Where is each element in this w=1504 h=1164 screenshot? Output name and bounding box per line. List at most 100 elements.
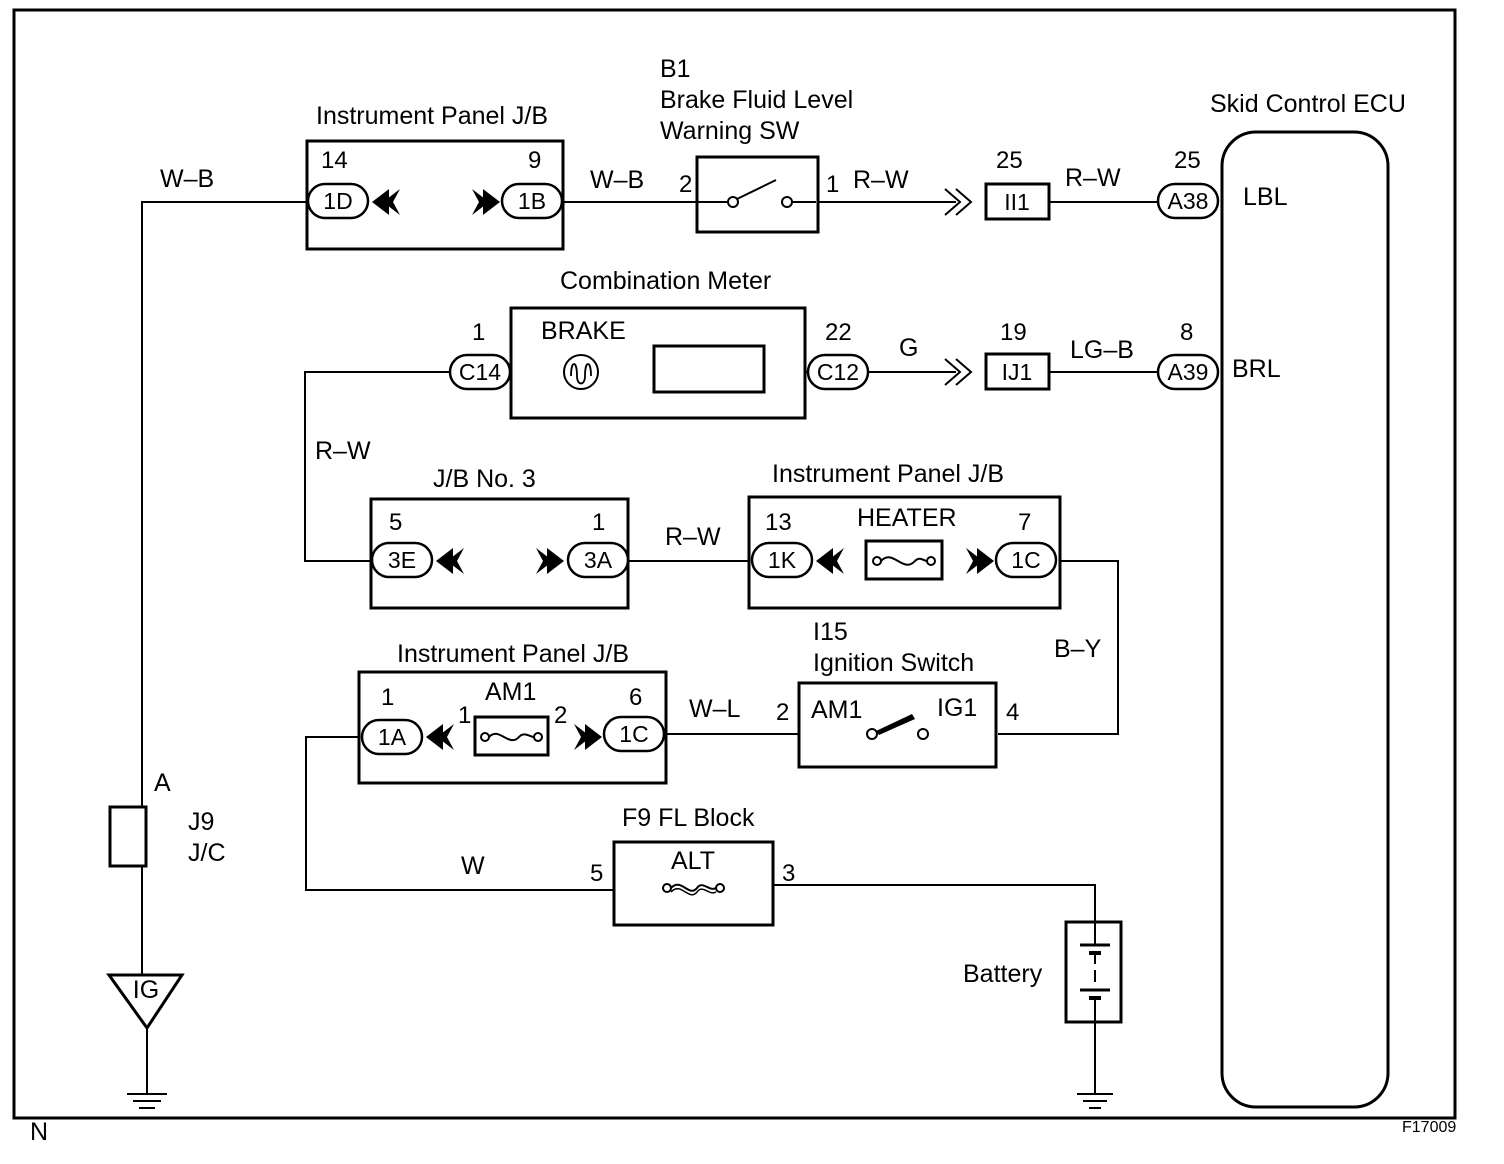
ip-jb-mid-arrow-right [966,548,994,574]
jc-name: J/C [188,839,226,867]
ip-jb-mid: Instrument Panel J/B 13 HEATER 7 1K 1C [747,460,1062,610]
corner-label-left: N [30,1118,48,1146]
ecu-pin-brl: 8 [1180,319,1193,346]
jb3-arrow-right [536,548,564,574]
fl-block-pin-right: 3 [782,860,795,887]
wire-w-b-left [141,201,308,810]
combination-meter: Combination Meter BRAKE 1 22 C14 C12 [448,267,870,420]
am1-fuse-pin-left: 1 [458,702,471,729]
jc-point: A [154,769,171,797]
ign-pin-left: 2 [776,699,789,726]
ecu-terminal-lbl: LBL [1243,183,1288,211]
wire-w [305,736,614,891]
junction-ii1: 25 II1 [944,147,1051,221]
ip-jb-bottom-title: Instrument Panel J/B [397,640,629,668]
connector-1b-label: 1B [518,188,546,214]
ecu-terminal-brl: BRL [1232,355,1281,383]
wire-label-r-w-to-ecu: R–W [1065,164,1121,192]
connector-1d [306,182,370,220]
ip-jb-top-pin-right: 9 [528,147,541,174]
alt-fuse-icon [670,883,717,892]
am1-fuse-term-left [480,732,490,742]
jb3-pin-left: 5 [389,509,402,536]
battery-label: Battery [963,960,1043,988]
connector-1a-label: 1A [378,724,407,750]
connector-a39 [1156,353,1220,391]
skid-control-ecu: Skid Control ECU 25 A38 LBL 8 A39 BRL [1156,90,1406,1109]
meter-title: Combination Meter [560,267,771,295]
ign-pin-right: 4 [1006,699,1019,726]
connector-3a-label: 3A [584,547,613,573]
junction-ij1: 19 IJ1 [944,319,1051,391]
ig-ground-point: IG [106,973,185,1109]
ij1-label: IJ1 [1002,359,1033,385]
wire-label-w: W [461,852,485,880]
ign-term-am1: AM1 [811,696,862,724]
connector-1c-bottom-label: 1C [619,721,648,747]
heater-fuse-label: HEATER [857,504,957,532]
ii1-plug-arrow-icon [944,188,973,216]
ground-icon-left [127,1093,167,1109]
fl-block-title: F9 FL Block [622,804,755,832]
jc-code: J9 [188,808,214,836]
connector-1a [360,718,424,756]
meter-pin-left: 1 [472,319,485,346]
ignition-switch: I15 Ignition Switch 2 AM1 IG1 4 [776,618,1019,769]
alt-fuse-term-left [662,883,672,893]
brake-sw-name-1: Brake Fluid Level [660,86,853,114]
connector-3e [370,541,434,579]
jb3-pin-right: 1 [592,509,605,536]
connector-1b [500,182,564,220]
ign-term-ig1: IG1 [937,694,977,722]
brake-sw-pin-left: 2 [679,171,692,198]
battery-box [1064,920,1123,1024]
ij1-pin: 19 [1000,319,1027,346]
switch-contact-right [781,196,793,208]
connector-a38 [1156,182,1220,220]
ecu-title: Skid Control ECU [1210,90,1406,118]
connector-arrow-left [372,189,400,215]
wire-label-w-l: W–L [689,695,741,723]
ij1-plug-arrow-icon [944,358,973,386]
connector-1k-label: 1K [768,547,797,573]
connector-3a [566,541,630,579]
wire-label-r-w-jb: R–W [665,523,721,551]
ip-jb-mid-pin-left: 13 [765,509,792,536]
ip-jb-top-pin-left: 14 [321,147,348,174]
ign-contact-left [866,728,878,740]
brake-sw-box [695,155,820,234]
connector-c14-label: C14 [459,359,501,385]
ig-triangle-icon [106,973,185,1031]
ground-icon-right [1077,1093,1113,1109]
connector-arrow-right [472,189,500,215]
wire-label-r-w-left: R–W [315,437,371,465]
brake-fluid-switch: B1 Brake Fluid Level Warning SW 2 1 [660,55,853,234]
meter-pin-right: 22 [825,319,852,346]
ip-jb-top-title: Instrument Panel J/B [316,102,548,130]
ign-switch-blade-icon [876,714,915,735]
ii1-label: II1 [1004,189,1030,215]
connector-1c-bottom [602,715,666,753]
ig-label: IG [133,976,159,1004]
brake-sw-name-2: Warning SW [660,117,800,145]
jc-box [108,805,148,868]
switch-contact-left [727,196,739,208]
connector-1d-label: 1D [323,188,352,214]
ign-name: Ignition Switch [813,649,974,677]
wire-label-w-b-left: W–B [160,165,214,193]
wire-label-b-y: B–Y [1054,635,1102,663]
heater-fuse-term-left [872,556,882,566]
wire-color-labels: W–B W–B R–W R–W G LG–B R–W R–W B–Y W–L W [160,164,1134,880]
am1-fuse-label: AM1 [485,678,536,706]
alt-fuse-label: ALT [671,847,715,875]
diagram-frame [12,8,1457,1120]
connector-c14 [448,353,512,391]
lamp-filament-icon [570,363,592,385]
jb3-arrow-left [436,548,464,574]
switch-blade-icon [736,179,777,200]
meter-gauge-box [652,344,766,394]
junction-connector-j9: A J9 J/C [108,769,226,868]
wire-label-w-b-mid: W–B [590,166,644,194]
ip-jb-bottom: Instrument Panel J/B 1 AM1 6 1 2 1A 1C [357,640,668,785]
